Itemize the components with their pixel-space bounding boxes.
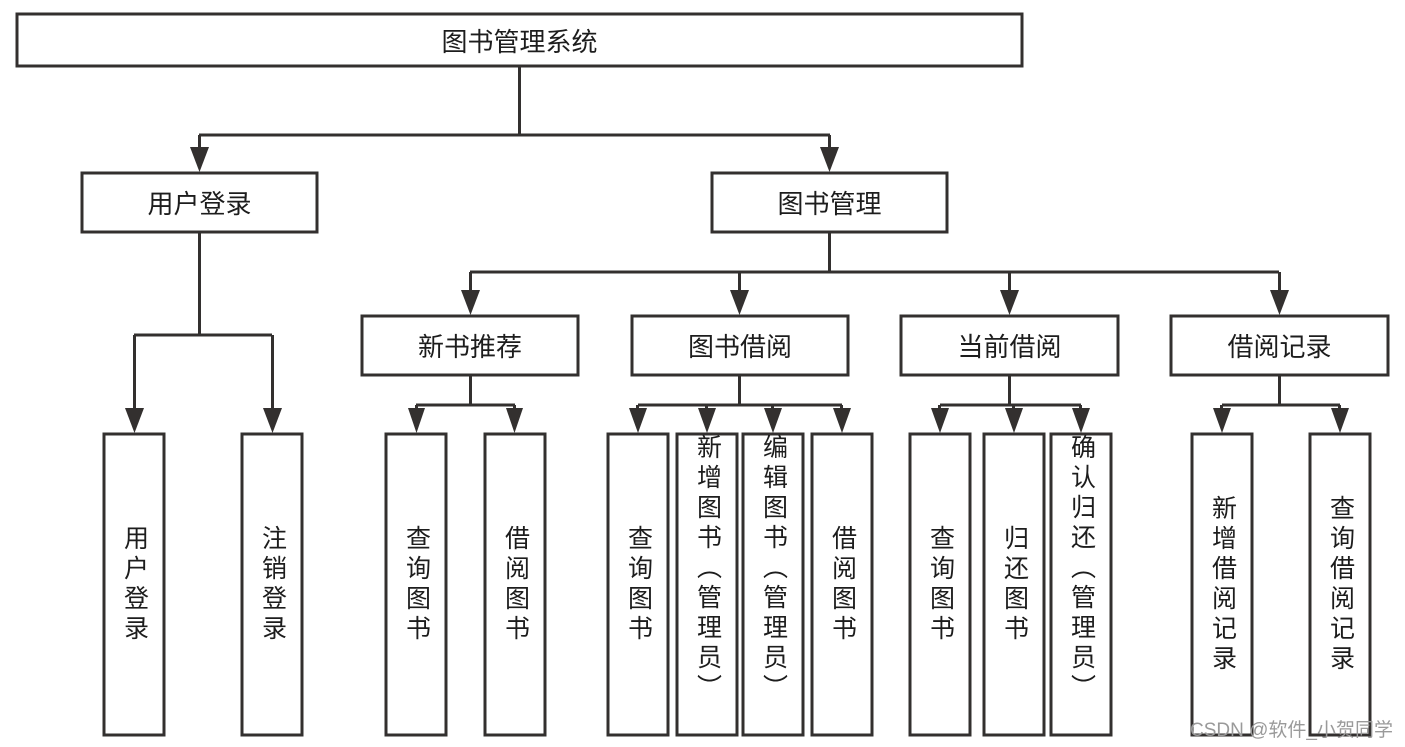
node-box-book-borrow[interactable] xyxy=(630,314,850,377)
node-box-book-management[interactable] xyxy=(710,171,949,234)
arrowhead-current-borrow xyxy=(1000,290,1019,315)
node-box-leaf-1[interactable] xyxy=(240,432,304,737)
arrowhead-nbr-leaf1 xyxy=(408,408,425,433)
node-box-root[interactable] xyxy=(15,12,1024,68)
arrowhead-new-book-rec xyxy=(461,290,480,315)
node-box-leaf-2[interactable] xyxy=(384,432,448,737)
node-box-leaf-7[interactable] xyxy=(810,432,874,737)
edges-user-login-to-leaves xyxy=(125,232,282,433)
node-box-leaf-12[interactable] xyxy=(1308,432,1372,737)
arrowhead-br-leaf1 xyxy=(1213,408,1231,433)
node-box-current-borrow[interactable] xyxy=(899,314,1120,377)
arrowhead-book-borrow xyxy=(730,290,749,315)
edges-current-borrow-to-leaves xyxy=(931,375,1090,433)
arrowhead-bb-leaf3 xyxy=(764,408,782,433)
arrowhead-leaf-user-login xyxy=(125,408,144,433)
arrowhead-leaf-logout xyxy=(263,408,282,433)
edges-book-borrow-to-leaves xyxy=(629,375,851,433)
node-box-leaf-3[interactable] xyxy=(483,432,547,737)
arrowhead-book-mgmt xyxy=(820,147,839,172)
node-box-user-login[interactable] xyxy=(80,171,319,234)
edges-borrow-record-to-leaves xyxy=(1213,375,1349,433)
arrowhead-user-login xyxy=(190,147,209,172)
arrowhead-cb-leaf3 xyxy=(1072,408,1090,433)
arrowhead-bb-leaf4 xyxy=(833,408,851,433)
node-box-leaf-8[interactable] xyxy=(908,432,972,737)
node-box-leaf-10[interactable] xyxy=(1049,432,1113,737)
edges-book-mgmt-to-level3 xyxy=(461,232,1289,315)
arrowhead-borrow-record xyxy=(1270,290,1289,315)
node-box-leaf-5[interactable] xyxy=(675,432,739,737)
edges-root-to-level2 xyxy=(190,66,839,172)
arrowhead-cb-leaf2 xyxy=(1005,408,1023,433)
arrowhead-nbr-leaf2 xyxy=(506,408,523,433)
arrowhead-cb-leaf1 xyxy=(931,408,949,433)
arrowhead-bb-leaf2 xyxy=(698,408,716,433)
arrowhead-br-leaf2 xyxy=(1331,408,1349,433)
node-box-leaf-0[interactable] xyxy=(102,432,166,737)
edges-new-book-rec-to-leaves xyxy=(408,375,523,433)
arrowhead-bb-leaf1 xyxy=(629,408,647,433)
node-box-borrow-record[interactable] xyxy=(1169,314,1390,377)
node-box-leaf-9[interactable] xyxy=(982,432,1046,737)
node-box-leaf-11[interactable] xyxy=(1190,432,1254,737)
node-box-leaf-6[interactable] xyxy=(741,432,805,737)
node-box-new-book-recommend[interactable] xyxy=(360,314,580,377)
node-box-leaf-4[interactable] xyxy=(606,432,670,737)
